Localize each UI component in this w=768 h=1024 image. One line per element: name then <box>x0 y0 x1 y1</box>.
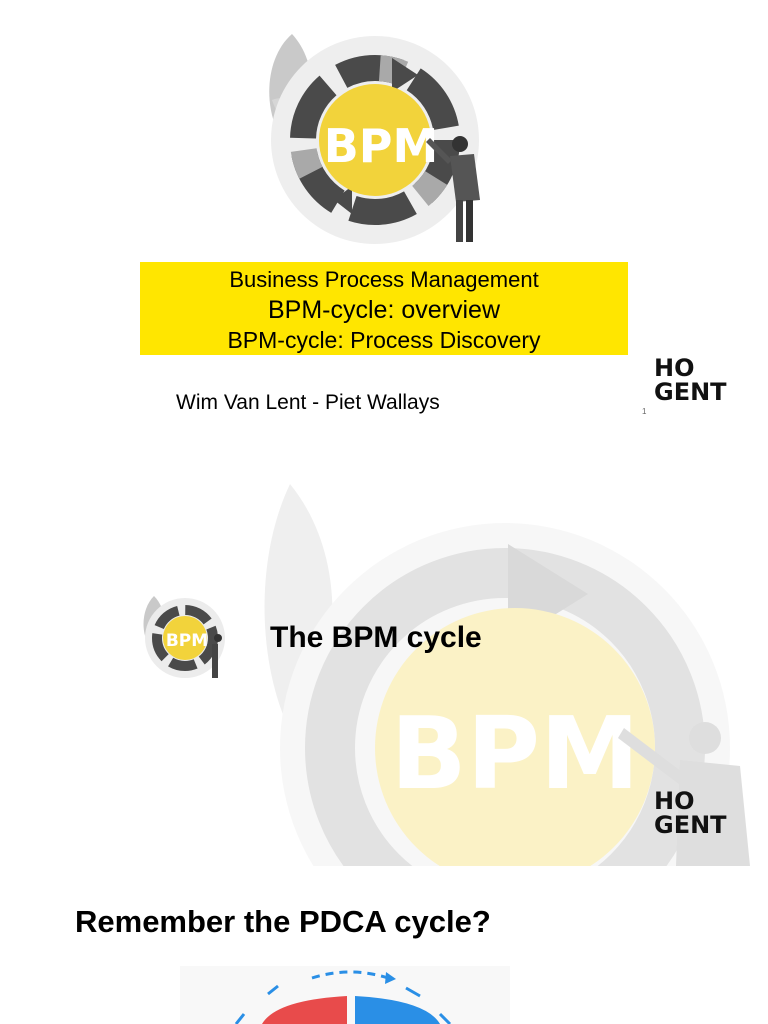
title-banner: Business Process Management BPM-cycle: o… <box>140 262 628 355</box>
hero-bpm-text: BPM <box>324 119 439 173</box>
pdca-cycle-illustration <box>180 966 510 1024</box>
logo-line-1: HO <box>654 354 695 382</box>
badge-bpm-text: BPM <box>166 631 208 651</box>
title-line-3: BPM-cycle: Process Discovery <box>227 327 541 353</box>
slide-pdca: Remember the PDCA cycle? <box>0 874 768 1024</box>
slide-bpm-cycle: BPM BPM The BPM cycle HO GENT <box>0 448 768 866</box>
slide-title: Remember the PDCA cycle? <box>75 904 491 939</box>
slide-title: The BPM cycle <box>270 621 482 654</box>
background-bpm-text: BPM <box>390 695 639 812</box>
title-line-2: BPM-cycle: overview <box>268 296 500 324</box>
page-number: 1 <box>642 407 647 416</box>
bpm-cycle-illustration: BPM <box>269 34 480 244</box>
title-line-1: Business Process Management <box>229 267 539 292</box>
hogent-logo: HO GENT <box>654 789 727 837</box>
logo-line-2: GENT <box>654 378 727 406</box>
person-illustration <box>426 136 480 242</box>
small-bpm-badge: BPM <box>143 596 225 678</box>
logo-line-2: GENT <box>654 811 727 839</box>
authors: Wim Van Lent - Piet Wallays <box>176 391 440 414</box>
bpm-background-illustration: BPM BPM <box>143 484 750 866</box>
slide-title: BPM Business Process Management BPM-cycl… <box>0 0 768 440</box>
logo-line-1: HO <box>654 787 695 815</box>
hogent-logo: HO GENT <box>654 356 727 404</box>
